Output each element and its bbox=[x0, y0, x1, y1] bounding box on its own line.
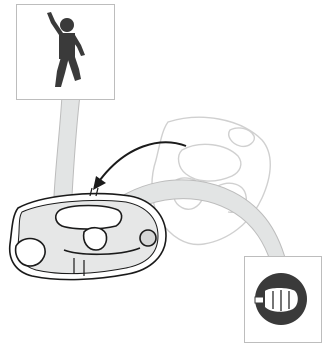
belay-device-icon bbox=[10, 194, 166, 280]
brake-hand-panel bbox=[244, 256, 322, 343]
climber-icon bbox=[47, 12, 85, 87]
rope-to-climber bbox=[54, 95, 80, 196]
braking-hand-icon bbox=[255, 273, 307, 325]
climber-panel bbox=[16, 4, 115, 100]
